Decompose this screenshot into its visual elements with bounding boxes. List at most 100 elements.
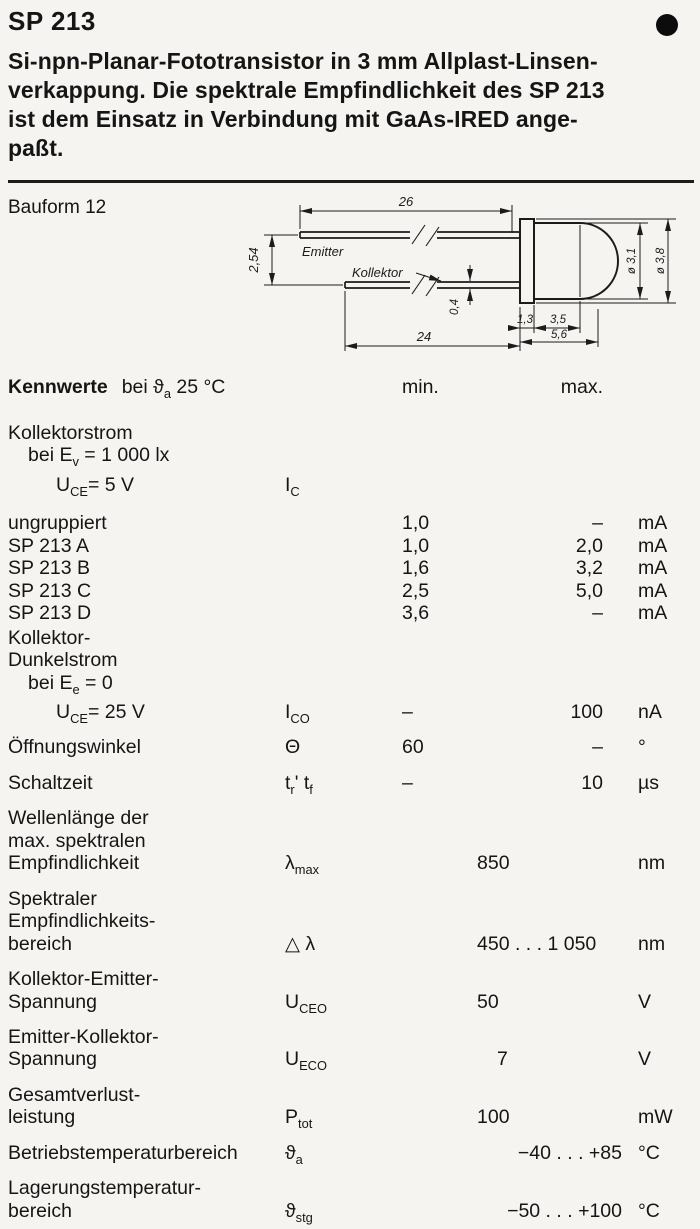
variant-name: SP 213 C bbox=[8, 579, 92, 602]
condition-text: bei E bbox=[28, 671, 73, 694]
condition-text: = 25 V bbox=[87, 701, 145, 724]
symbol-base: λ bbox=[285, 852, 295, 875]
single-value: 850 bbox=[477, 852, 510, 875]
param-name: max. spektralen bbox=[8, 829, 146, 852]
symbol: ICO bbox=[285, 701, 400, 730]
unit: °C bbox=[638, 1199, 660, 1222]
condition-text: 25 °C bbox=[170, 376, 226, 398]
table-row: Kollektor-Emitter- bbox=[8, 968, 694, 991]
description-line: verkappung. Die spektrale Empfindlichkei… bbox=[8, 77, 605, 103]
table-condition: bei ϑa 25 °C bbox=[121, 376, 226, 401]
symbol-subscript: tot bbox=[298, 1116, 313, 1132]
dim-pitch-label: 2,54 bbox=[246, 247, 261, 273]
values: 100 bbox=[400, 1106, 638, 1129]
variant-name: SP 213 B bbox=[8, 557, 91, 580]
param-name: Spannung bbox=[8, 990, 97, 1013]
condition-line: UCE= 5 V bbox=[8, 474, 285, 503]
condition-text: bei bbox=[121, 376, 154, 398]
table-row: Spannung UCEO 50 V bbox=[8, 991, 694, 1020]
unit: µs bbox=[638, 771, 659, 794]
param-name: Wellenlänge der bbox=[8, 807, 149, 830]
values: –10 bbox=[400, 772, 638, 795]
param-name: Empfindlichkeits- bbox=[8, 910, 156, 933]
dim-13-label: 1,3 bbox=[517, 314, 534, 326]
description-line: Si-npn-Planar-Fototransistor in 3 mm All… bbox=[8, 48, 598, 74]
condition-text: = 5 V bbox=[87, 473, 135, 496]
param-name: Spektraler bbox=[8, 887, 97, 910]
symbol: ϑa bbox=[285, 1142, 400, 1171]
package-drawing-section: Bauform 12 bbox=[8, 185, 694, 375]
max-value: 2,0 bbox=[575, 534, 603, 557]
dim-lead-dia-label: 0,4 bbox=[449, 299, 461, 315]
symbol-separator: ' bbox=[294, 771, 304, 794]
values: 3,6 – bbox=[400, 602, 638, 625]
max-value: 5,0 bbox=[575, 579, 603, 602]
table-row: bereich ϑstg −50 . . . +100 °C bbox=[8, 1200, 694, 1229]
min-value: 1,6 bbox=[402, 557, 430, 580]
max-value: 3,2 bbox=[575, 557, 603, 580]
single-value: 50 bbox=[477, 990, 499, 1013]
description-paragraph: Si-npn-Planar-Fototransistor in 3 mm All… bbox=[8, 47, 694, 163]
values: 7 bbox=[400, 1048, 638, 1071]
bauform-caption: Bauform 12 bbox=[8, 197, 107, 218]
unit: V bbox=[638, 1048, 652, 1071]
subscript: e bbox=[72, 681, 80, 697]
dim-35-label: 3,5 bbox=[550, 314, 567, 326]
param-name: Gesamtverlust- bbox=[8, 1083, 141, 1106]
registration-dot-icon bbox=[656, 14, 678, 36]
symbol-subscript: C bbox=[290, 483, 300, 499]
emitter-lead bbox=[299, 224, 520, 247]
package-drawing: 26 2,54 Emitter Kollektor 0,4 24 1,3 3,5… bbox=[246, 194, 676, 351]
unit: mA bbox=[638, 602, 668, 625]
values: 2,5 5,0 bbox=[400, 580, 638, 603]
symbol-subscript: f bbox=[309, 781, 313, 797]
unit: V bbox=[638, 990, 652, 1013]
variant-name: SP 213 D bbox=[8, 602, 92, 625]
part-number: SP 213 bbox=[8, 6, 96, 36]
symbol-subscript: CEO bbox=[299, 1000, 327, 1016]
values: 850 bbox=[400, 852, 638, 875]
subscript: CE bbox=[70, 710, 88, 726]
table-row: UCE= 25 V ICO –100 nA bbox=[8, 701, 694, 730]
horizontal-rule bbox=[8, 180, 694, 183]
table-row: Schaltzeit tr' tf –10 µs bbox=[8, 772, 694, 801]
variant-name: SP 213 A bbox=[8, 534, 89, 557]
condition-line: bei Ee = 0 bbox=[8, 672, 285, 701]
param-name: Kollektor-Emitter- bbox=[8, 968, 159, 991]
min-value: 2,5 bbox=[402, 579, 430, 602]
table-row: Betriebstemperaturbereich ϑa −40 . . . +… bbox=[8, 1142, 694, 1171]
table-row: leistung Ptot 100 mW bbox=[8, 1106, 694, 1135]
condition-text: bei E bbox=[28, 444, 73, 467]
symbol: ϑstg bbox=[285, 1200, 400, 1229]
table-row: Gesamtverlust- bbox=[8, 1084, 694, 1107]
max-value: – bbox=[592, 512, 603, 535]
table-row: bei Ev = 1 000 lx bbox=[8, 444, 694, 473]
single-value: 100 bbox=[477, 1106, 510, 1129]
symbol-base: △ λ bbox=[285, 932, 316, 955]
dim-24-label: 24 bbox=[416, 329, 431, 344]
emitter-label: Emitter bbox=[302, 244, 344, 259]
symbol-base: U bbox=[285, 1048, 300, 1071]
param-name: Empfindlichkeit bbox=[8, 852, 140, 875]
symbol-base: Θ bbox=[285, 736, 301, 759]
values: 450 . . . 1 050 bbox=[400, 933, 638, 956]
table-row: Kollektorstrom bbox=[8, 422, 694, 445]
min-value: 3,6 bbox=[402, 602, 430, 625]
single-value: 450 . . . 1 050 bbox=[477, 932, 597, 955]
max-value: 10 bbox=[581, 771, 603, 794]
table-row: SP 213 D 3,6 – mA bbox=[8, 602, 694, 625]
condition-text: = 0 bbox=[79, 671, 113, 694]
symbol-subscript: ECO bbox=[299, 1058, 327, 1074]
symbol-base: P bbox=[285, 1106, 299, 1129]
symbol-subscript: max bbox=[294, 862, 320, 878]
max-value: – bbox=[592, 602, 603, 625]
package-outline bbox=[519, 218, 619, 304]
variant-name: ungruppiert bbox=[8, 512, 107, 535]
param-name: Öffnungswinkel bbox=[8, 736, 141, 759]
symbol: UCEO bbox=[285, 991, 400, 1020]
